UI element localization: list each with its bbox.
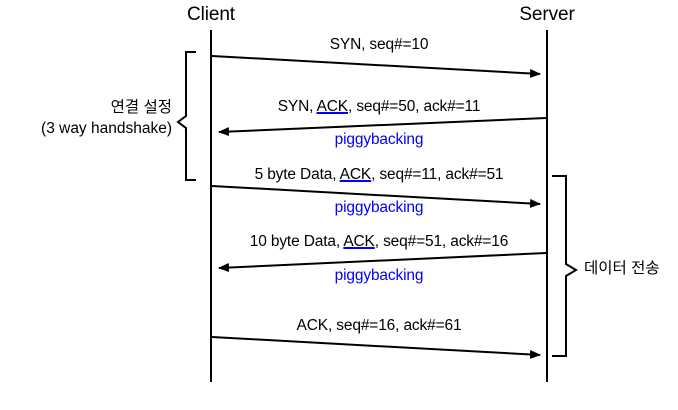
lifeline-label-client: Client bbox=[187, 4, 235, 25]
message-label-4: 10 byte Data, ACK, seq#=51, ack#=16 bbox=[214, 233, 544, 251]
lifeline-label-server: Server bbox=[519, 4, 575, 25]
message-ack-flag-2: ACK bbox=[316, 98, 349, 115]
phase-label-data-transfer-line1: 데이터 전송 bbox=[584, 260, 660, 277]
message-arrow-4 bbox=[218, 252, 547, 273]
message-arrow-3 bbox=[211, 185, 541, 208]
message-text-2-post: , seq#=50, ack#=11 bbox=[348, 98, 481, 115]
message-text-5: ACK, seq#=16, ack#=61 bbox=[296, 317, 462, 334]
message-text-4-pre: 10 byte Data, bbox=[249, 233, 344, 250]
phase-label-connection-setup-line2: (3 way handshake) bbox=[41, 119, 172, 137]
piggybacking-label-2: piggybacking bbox=[334, 131, 424, 148]
message-label-3: 5 byte Data, ACK, seq#=11, ack#=51 bbox=[214, 166, 544, 184]
message-arrow-1 bbox=[211, 55, 541, 78]
message-text-2-pre: SYN, bbox=[277, 98, 317, 115]
message-ack-flag-3: ACK bbox=[339, 166, 372, 183]
message-label-1: SYN, seq#=10 bbox=[229, 36, 529, 54]
phase-label-data-transfer: 데이터 전송 bbox=[584, 259, 678, 280]
phase-brace-left bbox=[176, 51, 196, 181]
piggybacking-label-4: piggybacking bbox=[334, 267, 424, 284]
message-label-5: ACK, seq#=16, ack#=61 bbox=[229, 317, 529, 335]
message-text-3-pre: 5 byte Data, bbox=[254, 166, 340, 183]
phase-label-connection-setup-line1: 연결 설정 bbox=[110, 99, 172, 116]
piggybacking-label-3: piggybacking bbox=[334, 199, 424, 216]
message-arrow-2 bbox=[218, 117, 547, 137]
message-text-1: SYN, seq#=10 bbox=[329, 36, 429, 53]
message-label-2: SYN, ACK, seq#=50, ack#=11 bbox=[229, 98, 529, 116]
phase-brace-right bbox=[552, 175, 578, 357]
phase-label-connection-setup: 연결 설정 (3 way handshake) bbox=[0, 98, 172, 140]
message-text-4-post: , seq#=51, ack#=16 bbox=[374, 233, 509, 250]
message-ack-flag-4: ACK bbox=[343, 233, 375, 250]
message-arrow-5 bbox=[211, 336, 541, 359]
message-text-3-post: , seq#=11, ack#=51 bbox=[371, 166, 504, 183]
